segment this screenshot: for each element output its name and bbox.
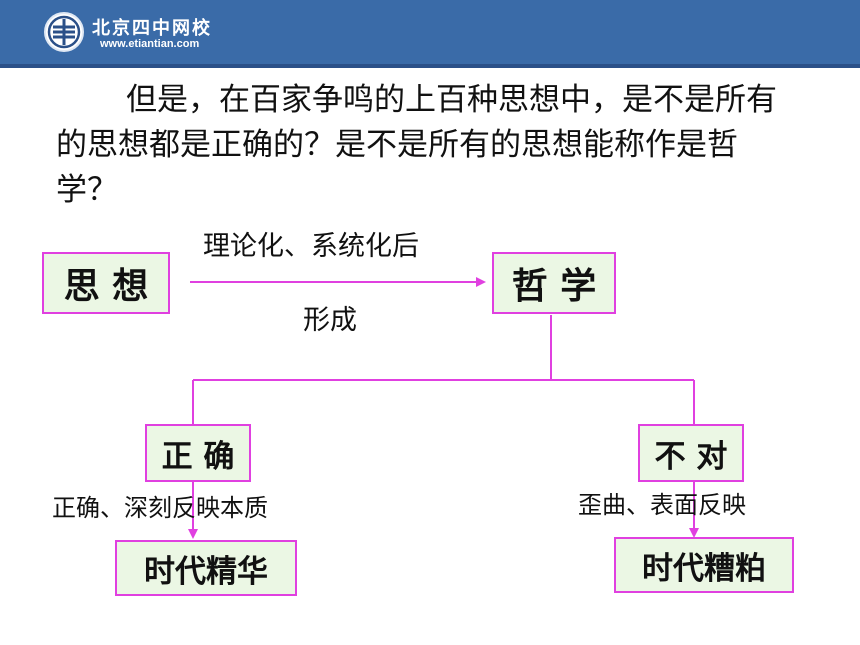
node-incorrect-label: 不 对 [654, 438, 728, 475]
edge-label-correct-desc: 正确、深刻反映本质 [52, 494, 268, 522]
arrowhead-essence [188, 529, 198, 539]
school-url: www.etiantian.com [100, 38, 200, 50]
node-philosophy-label: 哲 学 [511, 266, 597, 307]
node-incorrect: 不 对 [638, 424, 744, 482]
node-essence: 时代精华 [115, 540, 297, 596]
edge-label-process: 理论化、系统化后 [203, 231, 419, 262]
edge-label-form: 形成 [303, 305, 357, 336]
node-philosophy: 哲 学 [492, 252, 616, 314]
node-correct-label: 正 确 [161, 438, 235, 475]
node-essence-label: 时代精华 [144, 553, 268, 590]
node-dross-label: 时代糟粕 [642, 550, 766, 587]
school-name: 北京四中网校 [92, 18, 212, 39]
node-thought: 思 想 [42, 252, 170, 314]
school-seal-icon [44, 12, 84, 52]
node-thought-label: 思 想 [63, 266, 149, 307]
arrowhead-dross [689, 528, 699, 538]
node-dross: 时代糟粕 [614, 537, 794, 593]
intro-text: 但是，在百家争鸣的上百种思想中，是不是所有的思想都是正确的？是不是所有的思想能称… [56, 78, 796, 213]
arrowhead-philosophy [476, 277, 486, 287]
header-banner: 北京四中网校 www.etiantian.com [0, 0, 860, 68]
intro-text-body: 但是，在百家争鸣的上百种思想中，是不是所有的思想都是正确的？是不是所有的思想能称… [56, 82, 777, 208]
edge-label-incorrect-desc: 歪曲、表面反映 [578, 491, 746, 519]
node-correct: 正 确 [145, 424, 251, 482]
